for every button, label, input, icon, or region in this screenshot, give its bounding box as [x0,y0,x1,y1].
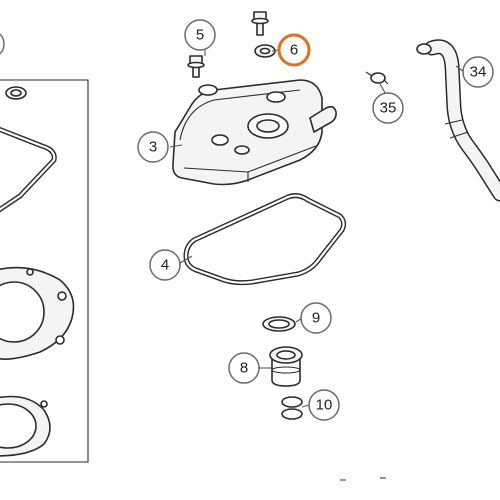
svg-text:3: 3 [149,139,157,156]
kit-small-seal [5,86,27,100]
callout-10[interactable]: 10 [308,389,340,421]
svg-text:4: 4 [161,257,169,274]
callout-8[interactable]: 8 [228,352,260,384]
plug-sleeve-part [269,346,303,387]
gasket-kit-frame [0,79,89,463]
callout-3[interactable]: 3 [137,131,169,163]
kit-base-gasket [0,395,51,457]
svg-text:8: 8 [240,360,248,377]
callout-9[interactable]: 9 [300,302,332,334]
kit-head-gasket [0,266,75,360]
breather-hose-part [416,39,500,202]
valve-cover [172,79,337,186]
valve-cover-gasket [183,193,347,286]
seal-ring-part [262,316,296,332]
callout-5[interactable]: 5 [184,19,216,51]
callout-edge[interactable]: 5 [0,30,5,58]
callout-34[interactable]: 34 [462,56,494,88]
hose-clamp-part [365,71,389,85]
svg-text:35: 35 [380,100,397,117]
bolt-top [251,11,269,36]
gasket-kit-panel [0,79,89,463]
svg-text:34: 34 [470,64,487,81]
o-rings-part [281,396,303,420]
bolt-left [187,55,205,78]
svg-text:5: 5 [196,27,204,44]
bottom-dashes [340,477,386,481]
svg-text:9: 9 [312,310,320,327]
seal-washer-part [254,44,276,58]
callout-6-highlighted[interactable]: 6 [277,33,311,67]
callout-4[interactable]: 4 [149,249,181,281]
svg-text:10: 10 [316,397,333,414]
callout-35[interactable]: 35 [372,92,404,124]
svg-text:6: 6 [290,42,298,59]
